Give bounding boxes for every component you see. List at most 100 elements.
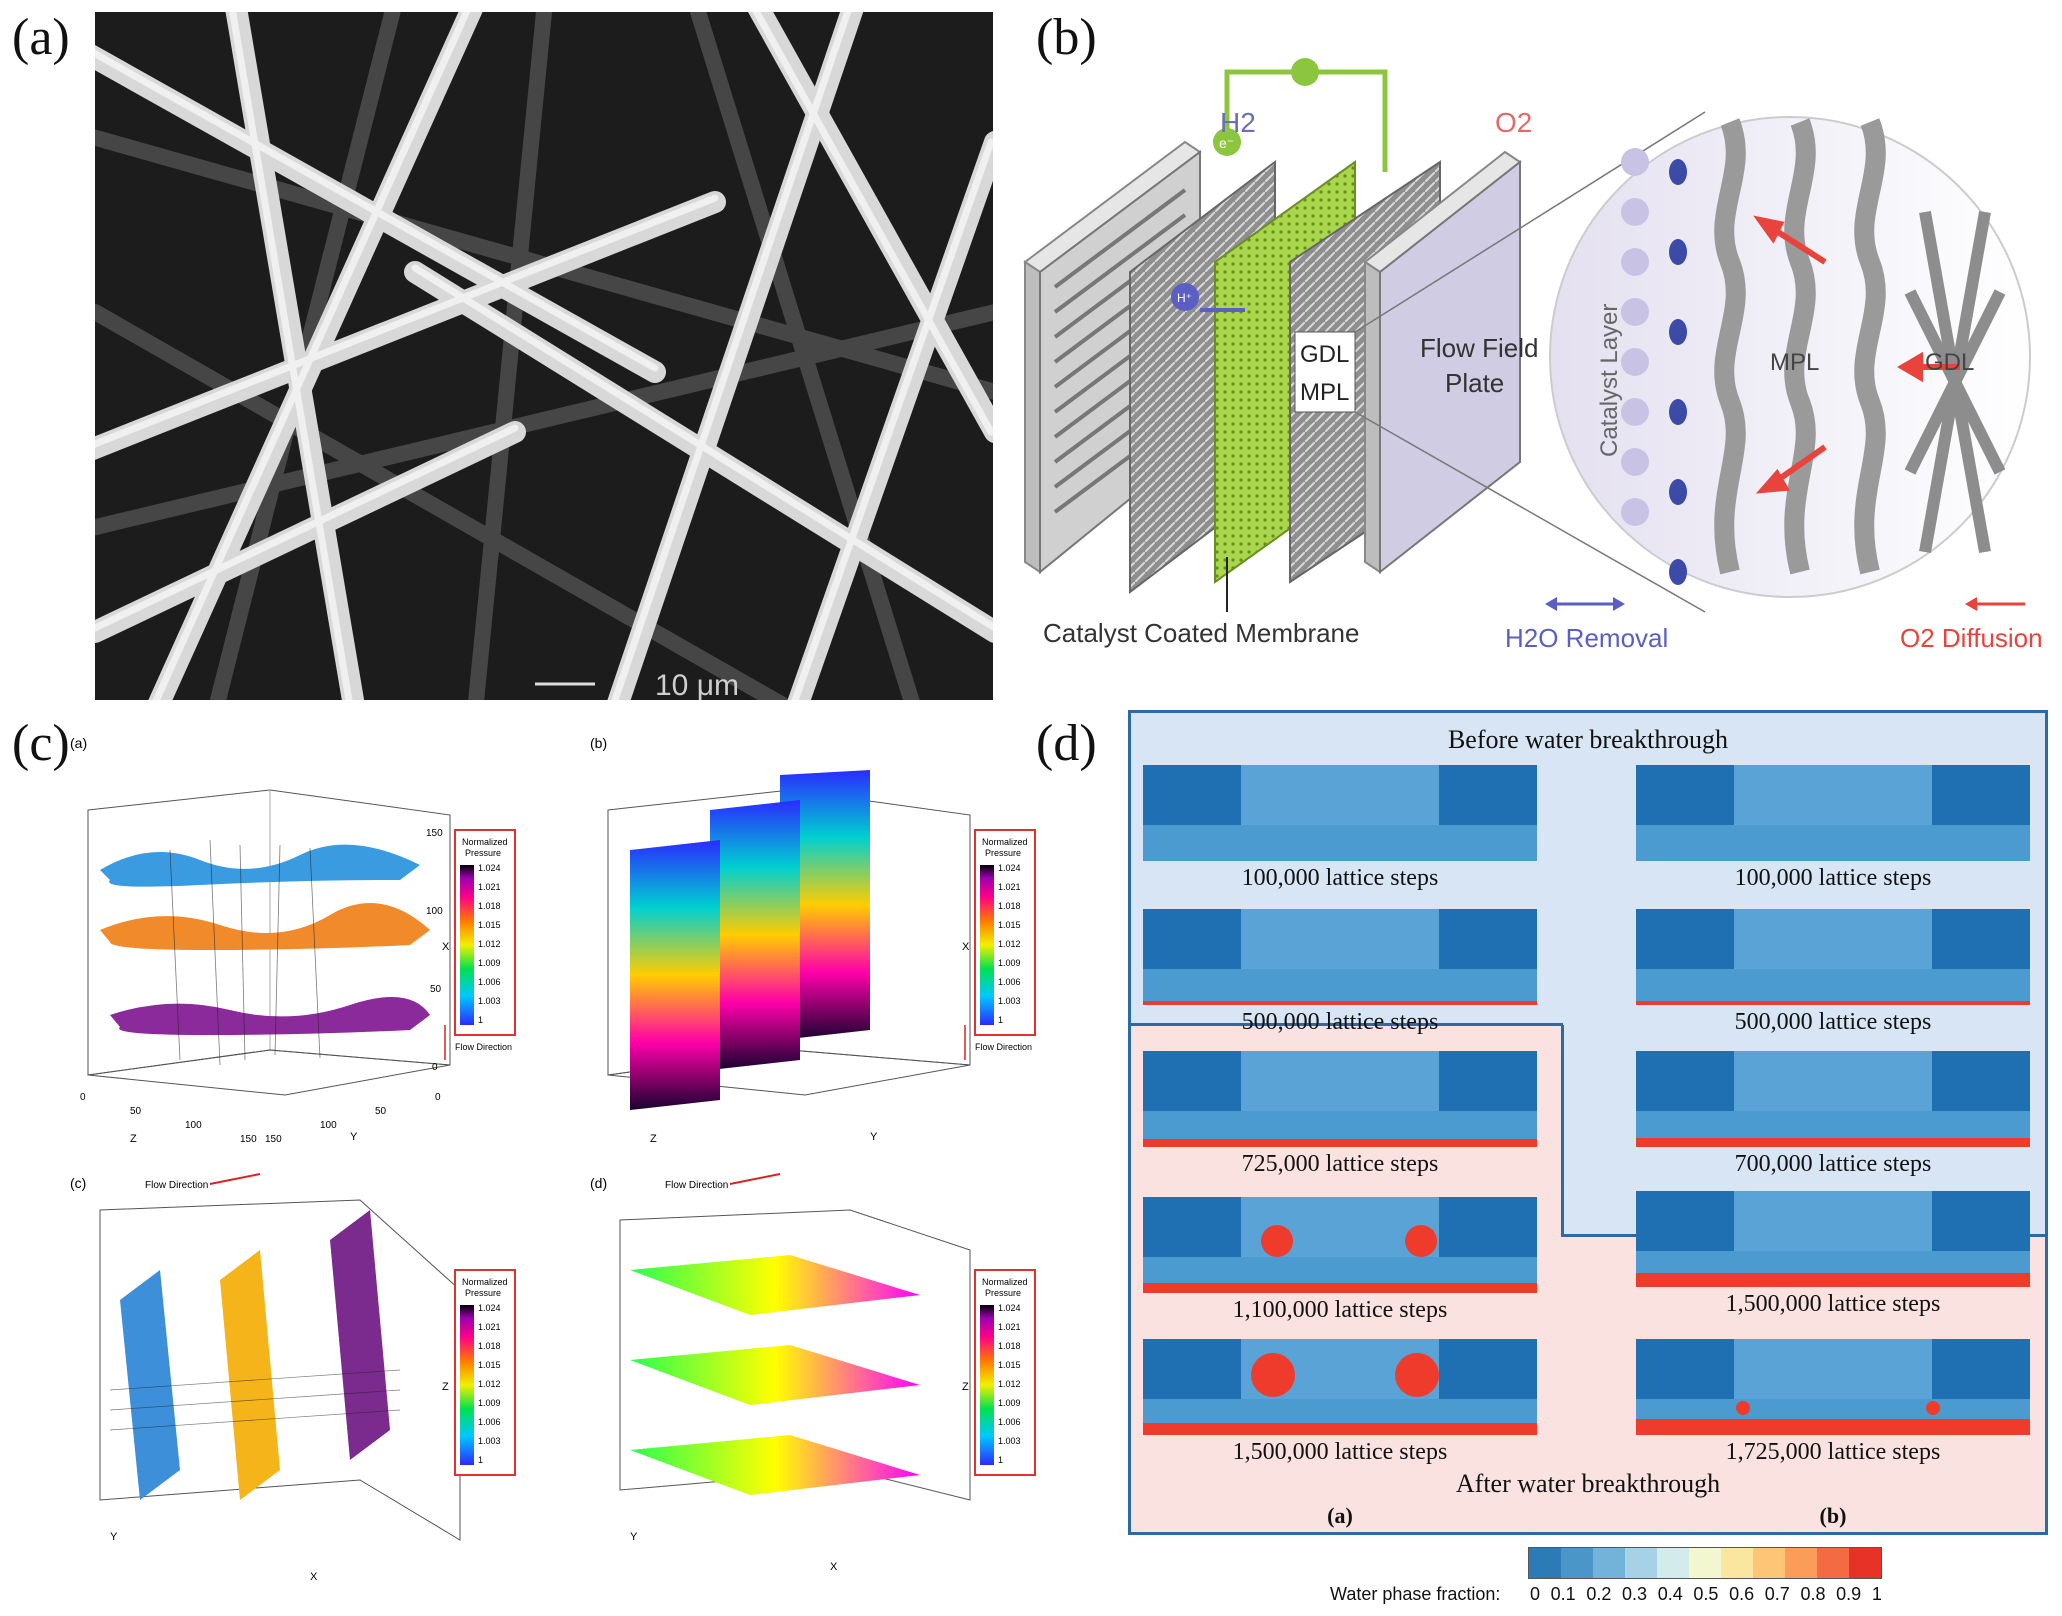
slice-middle — [710, 800, 800, 1070]
sim-left-4 — [1143, 1197, 1537, 1293]
svg-text:1.021: 1.021 — [478, 882, 501, 892]
svg-text:1.012: 1.012 — [998, 939, 1021, 949]
axis-c-h1-label: Y — [110, 1531, 118, 1543]
legend-c-bar — [460, 1305, 474, 1465]
axis-d-h2-label: X — [830, 1561, 838, 1573]
legend-a-title-1: Normalized — [462, 837, 508, 847]
svg-text:150: 150 — [240, 1134, 257, 1145]
steps-left-5: 1,500,000 lattice steps — [1232, 1439, 1448, 1465]
svg-text:1.024: 1.024 — [478, 863, 501, 873]
gdl-zoom-label: GDL — [1925, 349, 1974, 376]
svg-text:1.021: 1.021 — [478, 1322, 501, 1332]
col-b-label: (b) — [1819, 1503, 1847, 1528]
catalyst-layer-label: Catalyst Layer — [1596, 304, 1623, 457]
svg-text:50: 50 — [430, 984, 442, 995]
legend-b-bar — [980, 865, 994, 1025]
flow-field-plate-line2: Plate — [1445, 368, 1504, 398]
axis-b-vertical-label: X — [962, 941, 970, 953]
legend-b-title-1: Normalized — [982, 837, 1028, 847]
sim-left-5 — [1143, 1339, 1537, 1435]
svg-text:50: 50 — [375, 1106, 387, 1117]
electron-label: e⁻ — [1219, 135, 1234, 151]
legend-a-ticks: 1.024 1.021 1.018 1.015 1.012 1.009 1.006 1.… — [478, 863, 501, 1025]
subplot-a-tag: (a) — [70, 735, 87, 751]
o2-label: O2 — [1495, 107, 1532, 138]
subplot-c: (c) Flow Direction Normalized Pressure 1… — [70, 1173, 516, 1583]
svg-text:1.012: 1.012 — [478, 939, 501, 949]
steps-right-4: 1,500,000 lattice steps — [1725, 1291, 1941, 1317]
svg-text:1.018: 1.018 — [998, 901, 1021, 911]
svg-text:1.006: 1.006 — [998, 977, 1021, 987]
blob-blue — [120, 1270, 180, 1500]
svg-text:1.012: 1.012 — [998, 1379, 1021, 1389]
svg-text:1.009: 1.009 — [478, 958, 501, 968]
blob-purple — [330, 1210, 390, 1460]
svg-text:1.015: 1.015 — [998, 920, 1021, 930]
flow-direction-d: Flow Direction — [665, 1180, 728, 1191]
sim-right-1 — [1636, 765, 2030, 861]
svg-text:1: 1 — [478, 1455, 483, 1465]
steps-right-3: 700,000 lattice steps — [1734, 1151, 1932, 1177]
h2-label: H2 — [1220, 107, 1256, 138]
svg-text:0: 0 — [80, 1092, 86, 1103]
axis-c-vertical-label: Z — [442, 1381, 449, 1393]
panel-label-c: (c) — [12, 715, 70, 772]
svg-text:100: 100 — [320, 1120, 337, 1131]
axis-a-vertical-label: X — [442, 941, 450, 953]
svg-text:1.006: 1.006 — [478, 977, 501, 987]
scale-bar-label: 10 μm — [655, 669, 739, 700]
mpl-zoom-label: MPL — [1770, 349, 1819, 376]
panel-label-a: (a) — [12, 9, 70, 66]
svg-text:1.009: 1.009 — [998, 958, 1021, 968]
flow-field-plate-line1: Flow Field — [1420, 333, 1538, 363]
svg-text:150: 150 — [426, 828, 443, 839]
svg-text:1.006: 1.006 — [998, 1417, 1021, 1427]
surface-bottom — [110, 997, 430, 1035]
sem-image: 10 μm — [67, 0, 1006, 723]
svg-text:100: 100 — [185, 1120, 202, 1131]
subplot-c-tag: (c) — [70, 1175, 86, 1191]
panel-label-d: (d) — [1036, 715, 1097, 772]
legend-d-bar — [980, 1305, 994, 1465]
o2-diffusion-label: O2 Diffusion — [1900, 623, 2043, 653]
axis-b-h1-label: Z — [650, 1133, 657, 1145]
axis-b-h2-label: Y — [870, 1131, 878, 1143]
proton-label: H⁺ — [1177, 291, 1192, 305]
svg-text:1.015: 1.015 — [478, 920, 501, 930]
svg-text:1.021: 1.021 — [998, 1322, 1021, 1332]
flow-direction-a: Flow Direction — [455, 1042, 512, 1052]
svg-text:1.009: 1.009 — [478, 1398, 501, 1408]
panel-label-b: (b) — [1036, 9, 1097, 66]
after-label: After water breakthrough — [1455, 1469, 1721, 1498]
col-a-label: (a) — [1327, 1503, 1353, 1528]
sim-right-3 — [1636, 1051, 2030, 1147]
legend-d-title-1: Normalized — [982, 1277, 1028, 1287]
subplot-b-tag: (b) — [590, 735, 607, 751]
steps-left-1: 100,000 lattice steps — [1241, 865, 1439, 891]
subplot-d: (d) Flow Direction Normalized Pressure 1… — [590, 1173, 1036, 1573]
pressure-plots: (a) Normalized Pressure 1.024 1.021 1.018… — [70, 730, 1120, 1590]
slice-front — [630, 840, 720, 1110]
surface-mid — [100, 903, 430, 950]
svg-text:1.006: 1.006 — [478, 1417, 501, 1427]
legend-d-title-2: Pressure — [985, 1288, 1021, 1298]
gdl-mpl-callout — [1294, 331, 1356, 413]
svg-text:1.018: 1.018 — [998, 1341, 1021, 1351]
svg-text:1.024: 1.024 — [998, 863, 1021, 873]
steps-right-5: 1,725,000 lattice steps — [1725, 1439, 1941, 1465]
svg-text:1: 1 — [478, 1015, 483, 1025]
before-label: Before water breakthrough — [1447, 725, 1729, 754]
svg-text:1.003: 1.003 — [998, 996, 1021, 1006]
svg-text:1.003: 1.003 — [478, 996, 501, 1006]
blob-yellow — [220, 1250, 280, 1500]
ccm-label: Catalyst Coated Membrane — [1043, 618, 1359, 648]
svg-text:100: 100 — [426, 906, 443, 917]
svg-text:1.018: 1.018 — [478, 901, 501, 911]
steps-left-2: 500,000 lattice steps — [1241, 1009, 1439, 1035]
svg-text:150: 150 — [265, 1134, 282, 1145]
colorbar-label: Water phase fraction: — [1330, 1584, 1501, 1604]
